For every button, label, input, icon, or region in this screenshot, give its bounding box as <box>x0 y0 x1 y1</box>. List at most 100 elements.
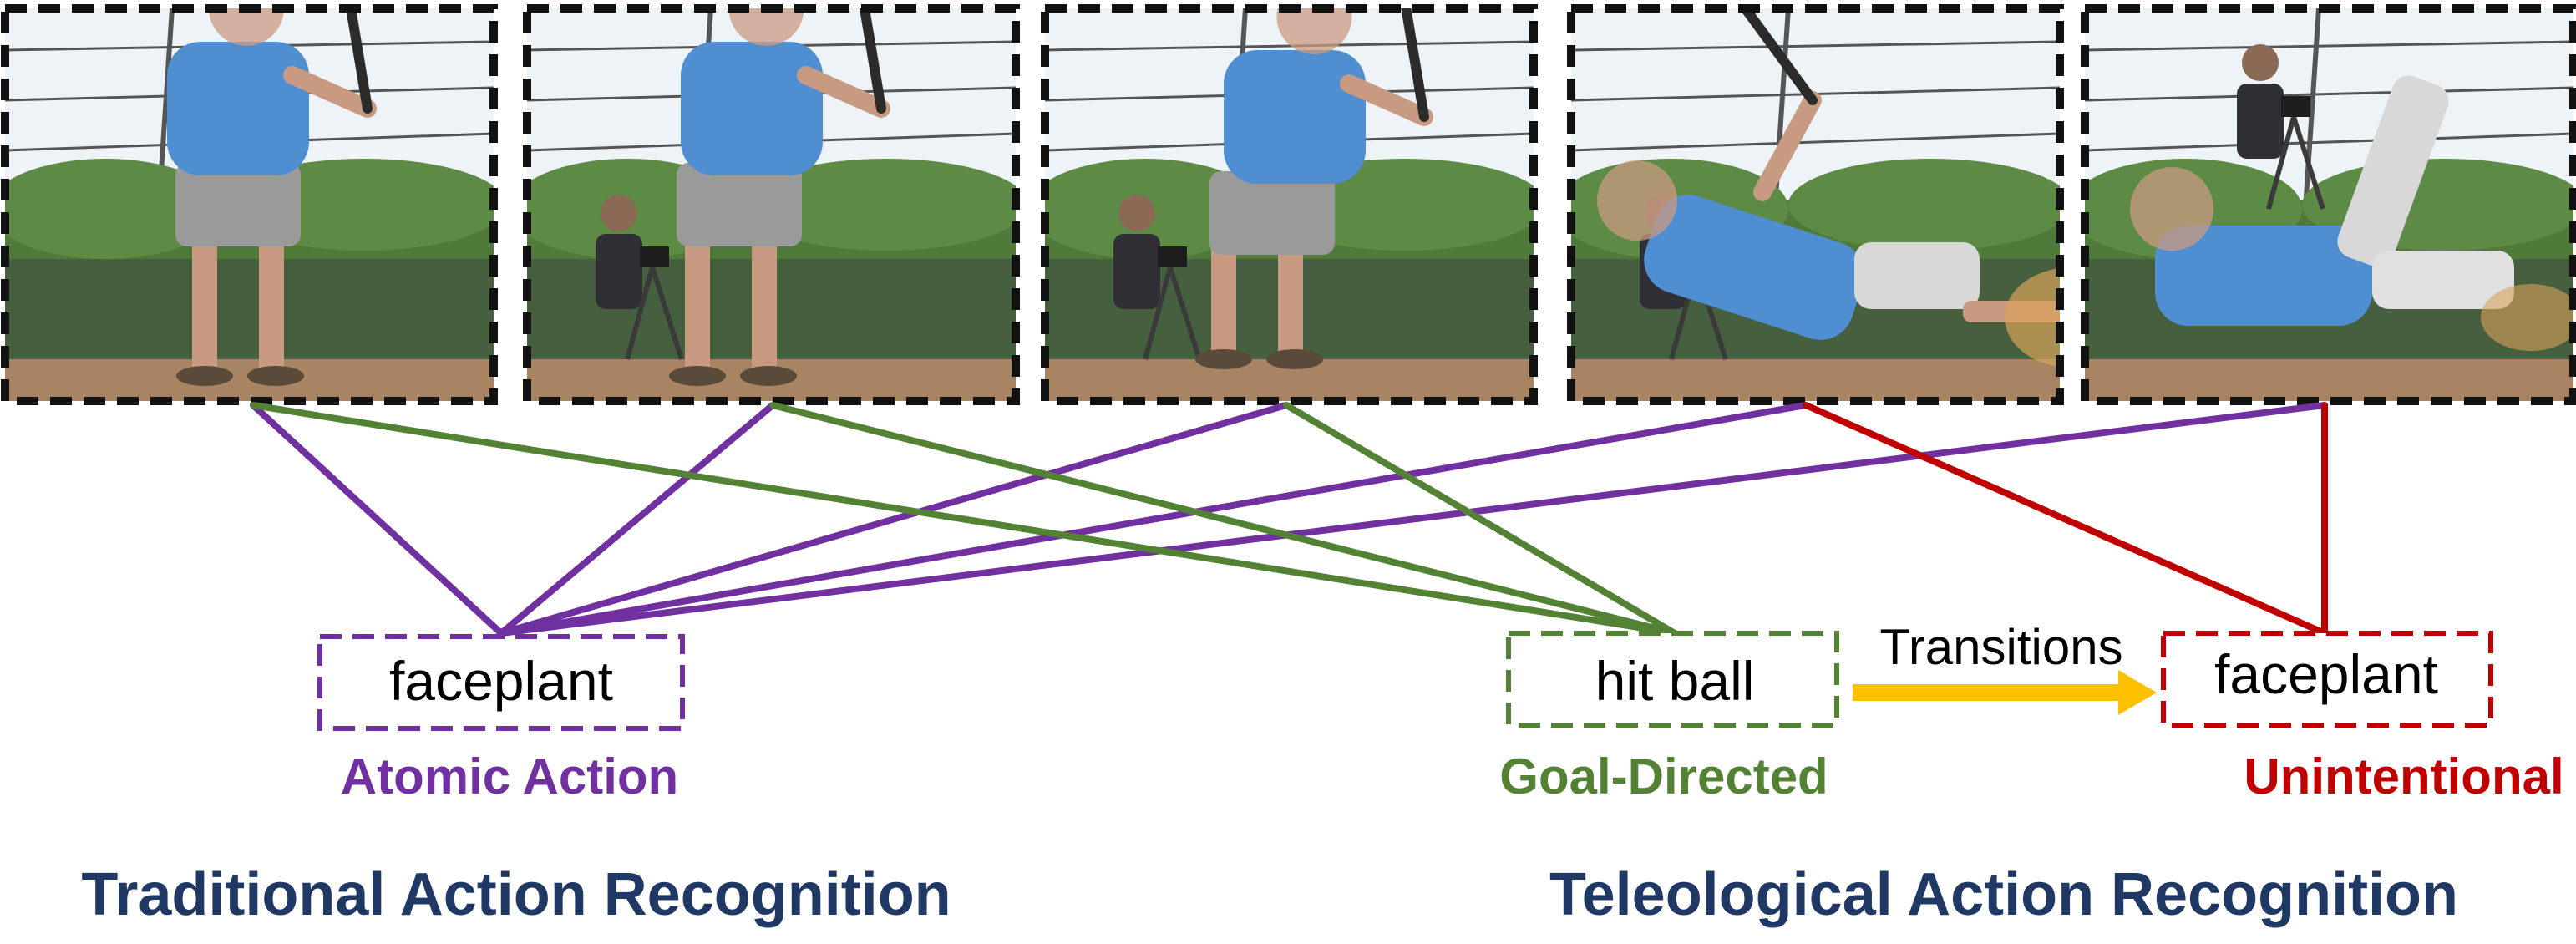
batter <box>669 8 890 386</box>
shoe <box>176 366 233 386</box>
dirt <box>1571 359 2060 401</box>
tripod-leg <box>2266 116 2296 210</box>
unintentional-box <box>2161 631 2493 728</box>
frame-border <box>2081 4 2576 405</box>
bat <box>1401 8 1429 122</box>
batter <box>167 8 377 386</box>
transition-arrow: Transitions <box>1853 619 2157 715</box>
cameraman-body <box>1113 234 1160 309</box>
power-line <box>2085 40 2573 52</box>
tree-canopy <box>744 159 1016 251</box>
shirt <box>1224 50 1366 184</box>
shorts <box>1209 171 1335 255</box>
shirt <box>1644 195 1864 340</box>
unintentional-label: faceplant <box>2214 643 2438 705</box>
head <box>2130 167 2213 251</box>
power-line <box>1571 40 2060 52</box>
video-frames <box>1 4 2576 405</box>
power-line <box>1045 40 1534 52</box>
camera <box>640 246 669 267</box>
shorts <box>175 163 301 246</box>
shirt <box>167 42 309 175</box>
connector-atomic-4 <box>498 402 1809 637</box>
connector-atomic-3 <box>498 402 1290 637</box>
head <box>1597 160 1677 241</box>
shoe <box>669 366 726 386</box>
fence <box>5 259 494 359</box>
shoe <box>740 366 797 386</box>
connector-goal-1 <box>250 402 1678 637</box>
atomic-action-label: faceplant <box>389 650 613 712</box>
arm <box>283 66 377 118</box>
batter <box>1195 8 1433 369</box>
bat <box>1738 8 1818 105</box>
connector-goal-3 <box>1283 402 1678 637</box>
tripod-leg <box>650 266 684 360</box>
frame-border <box>523 4 1020 405</box>
tree-canopy <box>1788 159 2060 251</box>
leg <box>1278 242 1303 359</box>
leg <box>259 234 284 376</box>
goal-directed-box <box>1506 631 1839 728</box>
video-frame-4 <box>1571 8 2060 401</box>
atomic-action-caption: Atomic Action <box>341 749 678 804</box>
dirt <box>2085 359 2573 401</box>
head <box>1276 8 1352 54</box>
head <box>209 8 284 46</box>
video-frame-5 <box>2085 8 2573 401</box>
leg <box>685 234 710 376</box>
dirt <box>5 359 494 401</box>
frame-border <box>1 4 498 405</box>
connector-unintentional-4 <box>1803 402 2328 637</box>
unintentional-caption: Unintentional <box>2244 749 2563 804</box>
arm <box>1753 91 1822 201</box>
shirt <box>681 42 823 175</box>
leg <box>192 234 217 376</box>
power-line <box>1571 132 2060 152</box>
tripod-leg <box>2291 116 2325 210</box>
head <box>728 8 804 46</box>
transition-label: Transitions <box>1879 619 2122 675</box>
cameraman-head <box>601 195 637 231</box>
dust-cloud <box>2481 284 2573 351</box>
traditional-heading: Traditional Action Recognition <box>81 861 951 928</box>
shirt <box>2155 226 2372 326</box>
frame-border <box>1041 4 1538 405</box>
connector-lines <box>250 402 2328 637</box>
connector-atomic-2 <box>498 402 776 637</box>
goal-directed-label: hit ball <box>1595 650 1755 712</box>
connector-goal-2 <box>769 402 1678 637</box>
goal-directed-node: hit ball Goal-Directed <box>1499 631 1839 804</box>
cameraman-body <box>2237 84 2284 159</box>
power-line <box>2085 86 2573 102</box>
video-frame-2 <box>527 8 1016 401</box>
power-line <box>2085 132 2573 152</box>
goal-directed-caption: Goal-Directed <box>1499 749 1828 804</box>
bat <box>859 8 886 114</box>
connector-atomic-5 <box>498 402 2328 637</box>
shoe <box>247 366 304 386</box>
shorts <box>2372 251 2514 309</box>
cameraman-body <box>596 234 642 309</box>
batter <box>2130 75 2573 351</box>
leg <box>1211 242 1236 359</box>
cameraman-head <box>1118 195 1155 231</box>
tripod-leg <box>625 266 655 360</box>
transition-arrow-head <box>2118 670 2157 715</box>
leg <box>752 234 777 376</box>
connector-atomic-1 <box>250 402 505 637</box>
arm <box>797 66 890 118</box>
arm <box>1340 74 1433 126</box>
video-frame-3 <box>1045 8 1534 401</box>
leg <box>2337 75 2449 267</box>
tripod-leg <box>1143 266 1173 360</box>
cameraman-head <box>2242 44 2279 81</box>
tree-canopy <box>5 159 222 259</box>
dust-cloud <box>2005 267 2060 368</box>
shorts <box>1854 242 1980 309</box>
atomic-action-node: faceplant Atomic Action <box>317 634 685 804</box>
bat <box>345 8 373 114</box>
video-frame-1 <box>5 8 494 401</box>
camera <box>1158 246 1187 267</box>
